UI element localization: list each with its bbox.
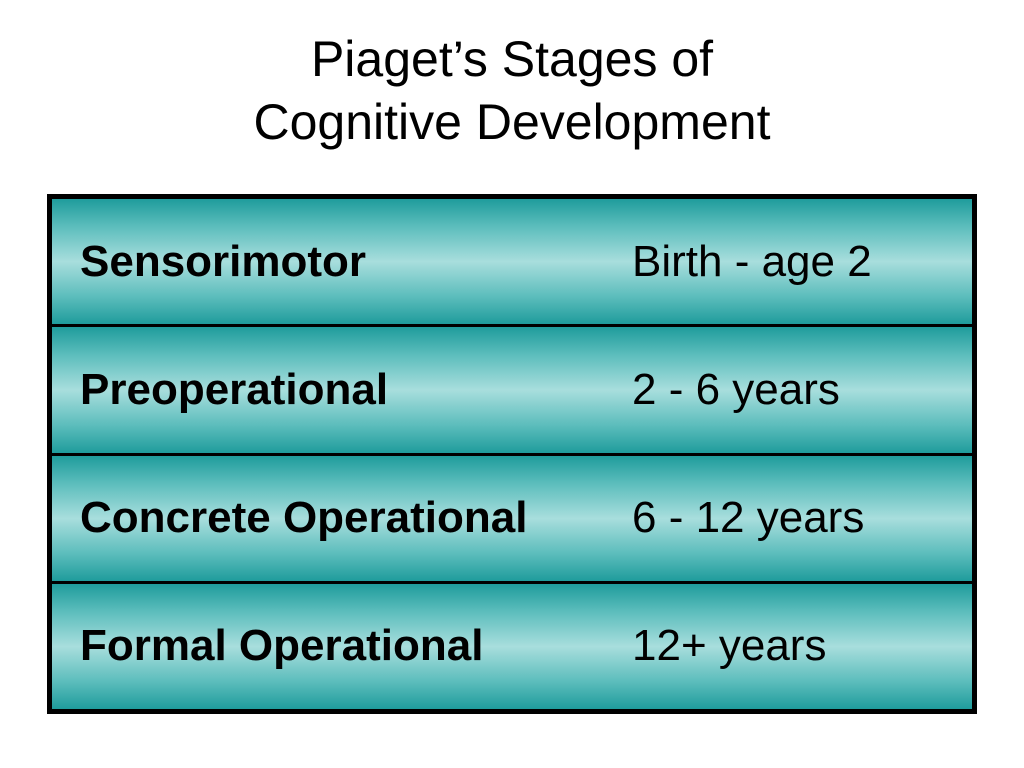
stage-row-sensorimotor: Sensorimotor Birth - age 2 bbox=[52, 199, 972, 325]
stage-name: Sensorimotor bbox=[80, 236, 367, 286]
stage-row-preoperational: Preoperational 2 - 6 years bbox=[52, 324, 972, 453]
stage-name: Formal Operational bbox=[80, 621, 484, 671]
title-line-2: Cognitive Development bbox=[253, 94, 771, 150]
stage-row-concrete-operational: Concrete Operational 6 - 12 years bbox=[52, 452, 972, 581]
stage-row-formal-operational: Formal Operational 12+ years bbox=[52, 580, 972, 709]
stages-table: Sensorimotor Birth - age 2 Preoperationa… bbox=[47, 194, 977, 714]
slide-title: Piaget’s Stages of Cognitive Development bbox=[0, 28, 1024, 154]
stage-age-range: Birth - age 2 bbox=[632, 236, 872, 286]
title-line-1: Piaget’s Stages of bbox=[310, 31, 714, 87]
stage-age-range: 12+ years bbox=[632, 621, 827, 671]
stage-age-range: 2 - 6 years bbox=[632, 364, 840, 414]
stage-age-range: 6 - 12 years bbox=[632, 493, 865, 543]
stage-name: Concrete Operational bbox=[80, 493, 528, 543]
stage-name: Preoperational bbox=[80, 364, 389, 414]
